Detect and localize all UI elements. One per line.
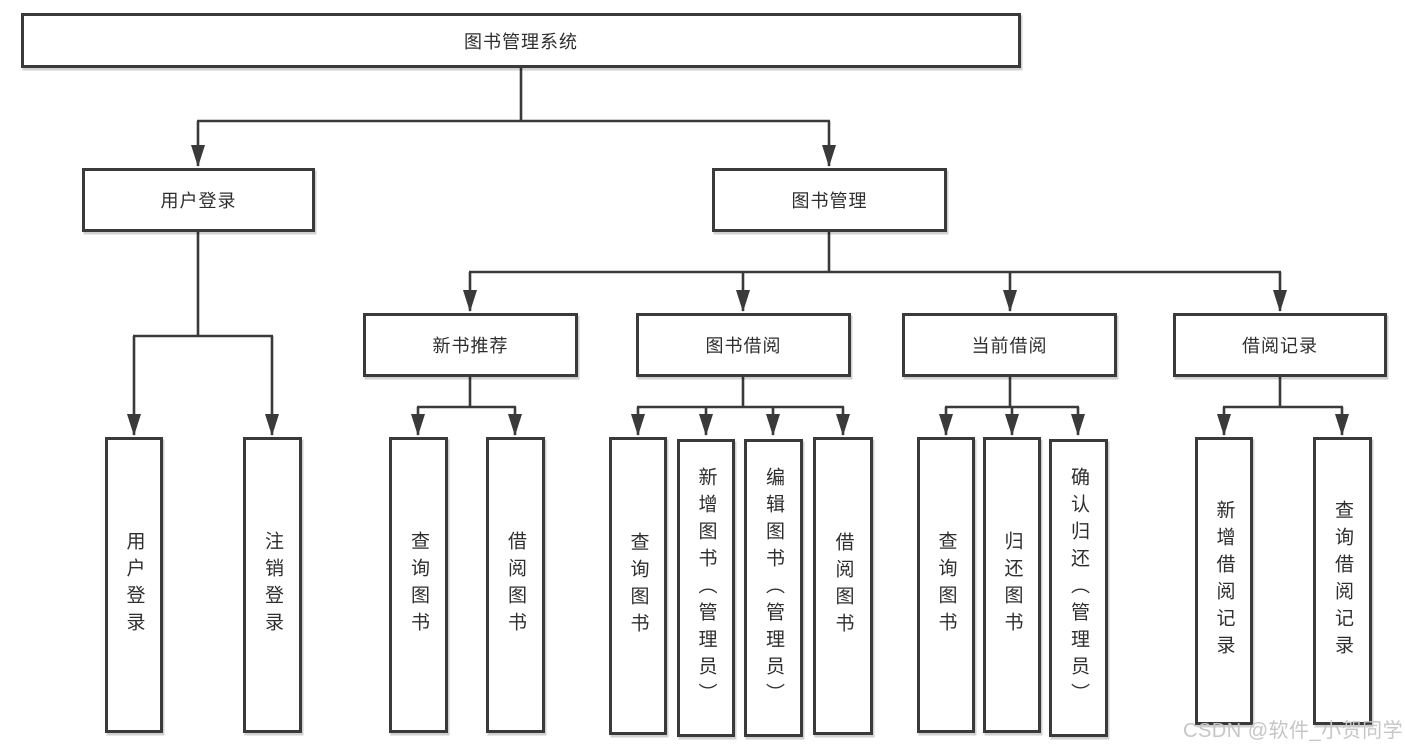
leaf-borrow-books-recommend-label: 借阅图书 [505, 531, 526, 639]
leaf-edit-book-admin: 编辑图书（管理员） [744, 439, 803, 737]
leaf-query-borrow-record: 查询借阅记录 [1313, 437, 1372, 725]
leaf-confirm-return-admin: 确认归还（管理员） [1049, 439, 1108, 737]
leaf-borrow-books-borrow: 借阅图书 [813, 437, 873, 735]
node-user-login-label: 用户登录 [160, 191, 237, 211]
node-new-book-recommend: 新书推荐 [363, 313, 578, 377]
leaf-confirm-return-admin-label: 确认归还（管理员） [1068, 466, 1089, 710]
csdn-watermark: CSDN @软件_小贺同学 [1183, 720, 1404, 742]
leaf-query-books-recommend: 查询图书 [389, 437, 448, 733]
leaf-return-book-label: 归还图书 [1001, 531, 1023, 639]
node-user-login: 用户登录 [82, 168, 315, 232]
leaf-query-borrow-record-label: 查询借阅记录 [1332, 500, 1353, 662]
leaf-user-login: 用户登录 [105, 437, 163, 733]
leaf-query-books-current-label: 查询图书 [935, 531, 957, 639]
leaf-logout-label: 注销登录 [262, 531, 283, 639]
leaf-borrow-books-recommend: 借阅图书 [486, 437, 545, 733]
leaf-add-borrow-record: 新增借阅记录 [1195, 437, 1253, 725]
leaf-borrow-books-borrow-label: 借阅图书 [832, 532, 854, 640]
leaf-add-borrow-record-label: 新增借阅记录 [1213, 500, 1235, 662]
leaf-query-books-borrow: 查询图书 [609, 437, 667, 735]
node-borrowing-records: 借阅记录 [1173, 313, 1387, 377]
leaf-query-books-borrow-label: 查询图书 [627, 532, 649, 640]
leaf-user-login-label: 用户登录 [123, 531, 145, 639]
node-book-management-label: 图书管理 [791, 191, 868, 211]
node-book-management: 图书管理 [712, 168, 947, 232]
leaf-logout: 注销登录 [243, 437, 302, 733]
node-borrowing-records-label: 借阅记录 [1242, 336, 1318, 356]
node-new-book-recommend-label: 新书推荐 [432, 336, 509, 356]
node-book-borrowing-label: 图书借阅 [705, 336, 782, 356]
leaf-return-book: 归还图书 [983, 437, 1041, 733]
leaf-add-book-admin: 新增图书（管理员） [677, 439, 735, 737]
node-current-borrowing-label: 当前借阅 [971, 336, 1048, 356]
leaf-edit-book-admin-label: 编辑图书（管理员） [763, 466, 784, 710]
leaf-query-books-current: 查询图书 [917, 437, 975, 733]
node-library-system: 图书管理系统 [21, 13, 1021, 68]
node-current-borrowing: 当前借阅 [902, 313, 1117, 377]
node-library-system-label: 图书管理系统 [464, 31, 578, 52]
leaf-query-books-recommend-label: 查询图书 [408, 531, 429, 639]
node-book-borrowing: 图书借阅 [636, 313, 851, 377]
leaf-add-book-admin-label: 新增图书（管理员） [695, 466, 717, 710]
